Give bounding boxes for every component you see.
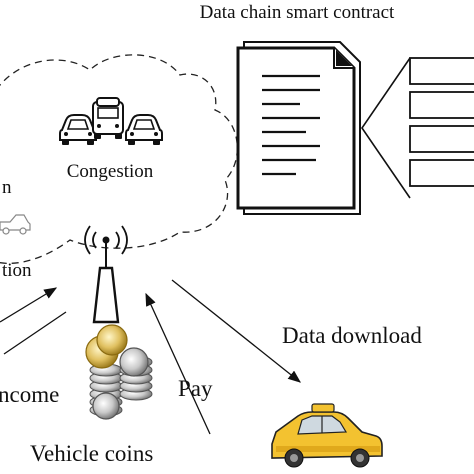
congestion-cars <box>59 97 163 145</box>
left-partial-label-top: n <box>2 177 12 198</box>
car-icon <box>0 214 31 235</box>
cell-tower-icon <box>84 225 128 324</box>
data-download-label: Data download <box>282 323 422 348</box>
document-icon <box>236 41 361 215</box>
arrow-left-lower <box>0 287 58 323</box>
diagram-title: Data chain smart contract <box>200 2 395 23</box>
arrow-data-download <box>171 279 302 383</box>
arrow-pay <box>145 292 211 435</box>
car-icon <box>92 97 124 139</box>
cloud-icon <box>0 54 238 265</box>
list-icon <box>361 57 474 199</box>
income-label: ncome <box>0 382 59 407</box>
taxi-icon <box>271 403 383 468</box>
arrows <box>0 279 302 435</box>
vehicle-coins-label: Vehicle coins <box>30 441 153 466</box>
arrow-left-lower-second <box>3 311 67 355</box>
car-icon <box>59 114 97 145</box>
left-partial-label-mid: tion <box>2 260 32 281</box>
coins-icon <box>85 324 153 420</box>
pay-label: Pay <box>178 376 213 401</box>
congestion-label: Congestion <box>67 161 154 182</box>
car-icon <box>125 114 163 145</box>
